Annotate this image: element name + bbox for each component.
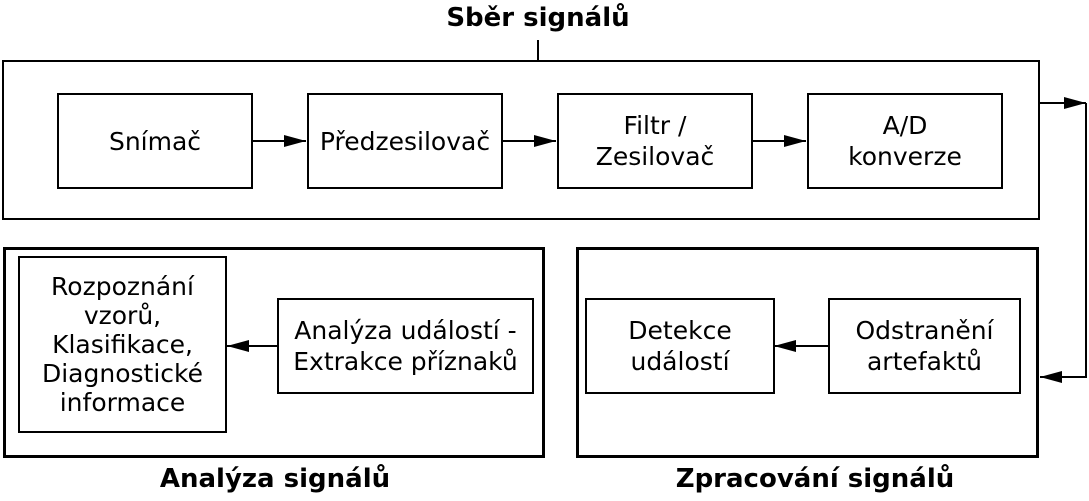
block-recognition-line-3: Klasifikace, <box>52 330 193 359</box>
block-artifact-removal: Odstranění artefaktů <box>828 298 1021 394</box>
block-recognition-line-5: informace <box>59 388 186 417</box>
processing-title: Zpracování signálů <box>675 464 955 494</box>
block-sensor: Snímač <box>57 93 253 189</box>
block-filter-line-2: Zesilovač <box>595 142 715 171</box>
acquisition-group <box>2 60 1040 220</box>
block-event-detection-line-2: událostí <box>630 347 730 376</box>
block-event-detection-line-1: Detekce <box>628 316 732 345</box>
block-adc: A/D konverze <box>807 93 1003 189</box>
analysis-group <box>3 247 545 458</box>
block-event-detection: Detekce událostí <box>585 298 775 394</box>
analysis-title: Analýza signálů <box>159 464 391 494</box>
block-recognition-line-2: vzorů, <box>83 301 162 330</box>
block-sensor-line: Snímač <box>108 126 202 156</box>
processing-group <box>576 247 1039 458</box>
block-adc-line-2: konverze <box>848 142 962 171</box>
block-recognition: Rozpoznání vzorů, Klasifikace, Diagnosti… <box>18 256 227 433</box>
block-recognition-line-4: Diagnostické <box>41 359 203 388</box>
block-filter: Filtr / Zesilovač <box>557 93 753 189</box>
block-artifact-removal-line-1: Odstranění <box>855 316 994 345</box>
block-adc-line-1: A/D <box>882 111 928 140</box>
block-recognition-line-1: Rozpoznání <box>51 272 194 301</box>
block-feature-extraction: Analýza událostí - Extrakce příznaků <box>277 298 534 394</box>
block-preamp: Předzesilovač <box>307 93 503 189</box>
connector-right-side <box>1040 103 1087 383</box>
block-filter-line-1: Filtr / <box>623 111 687 140</box>
block-feature-extraction-line-2: Extrakce příznaků <box>293 347 518 376</box>
block-artifact-removal-line-2: artefaktů <box>866 347 983 376</box>
block-feature-extraction-line-1: Analýza událostí - <box>294 316 517 345</box>
block-preamp-line: Předzesilovač <box>319 126 491 156</box>
acquisition-title: Sběr signálů <box>446 3 630 33</box>
